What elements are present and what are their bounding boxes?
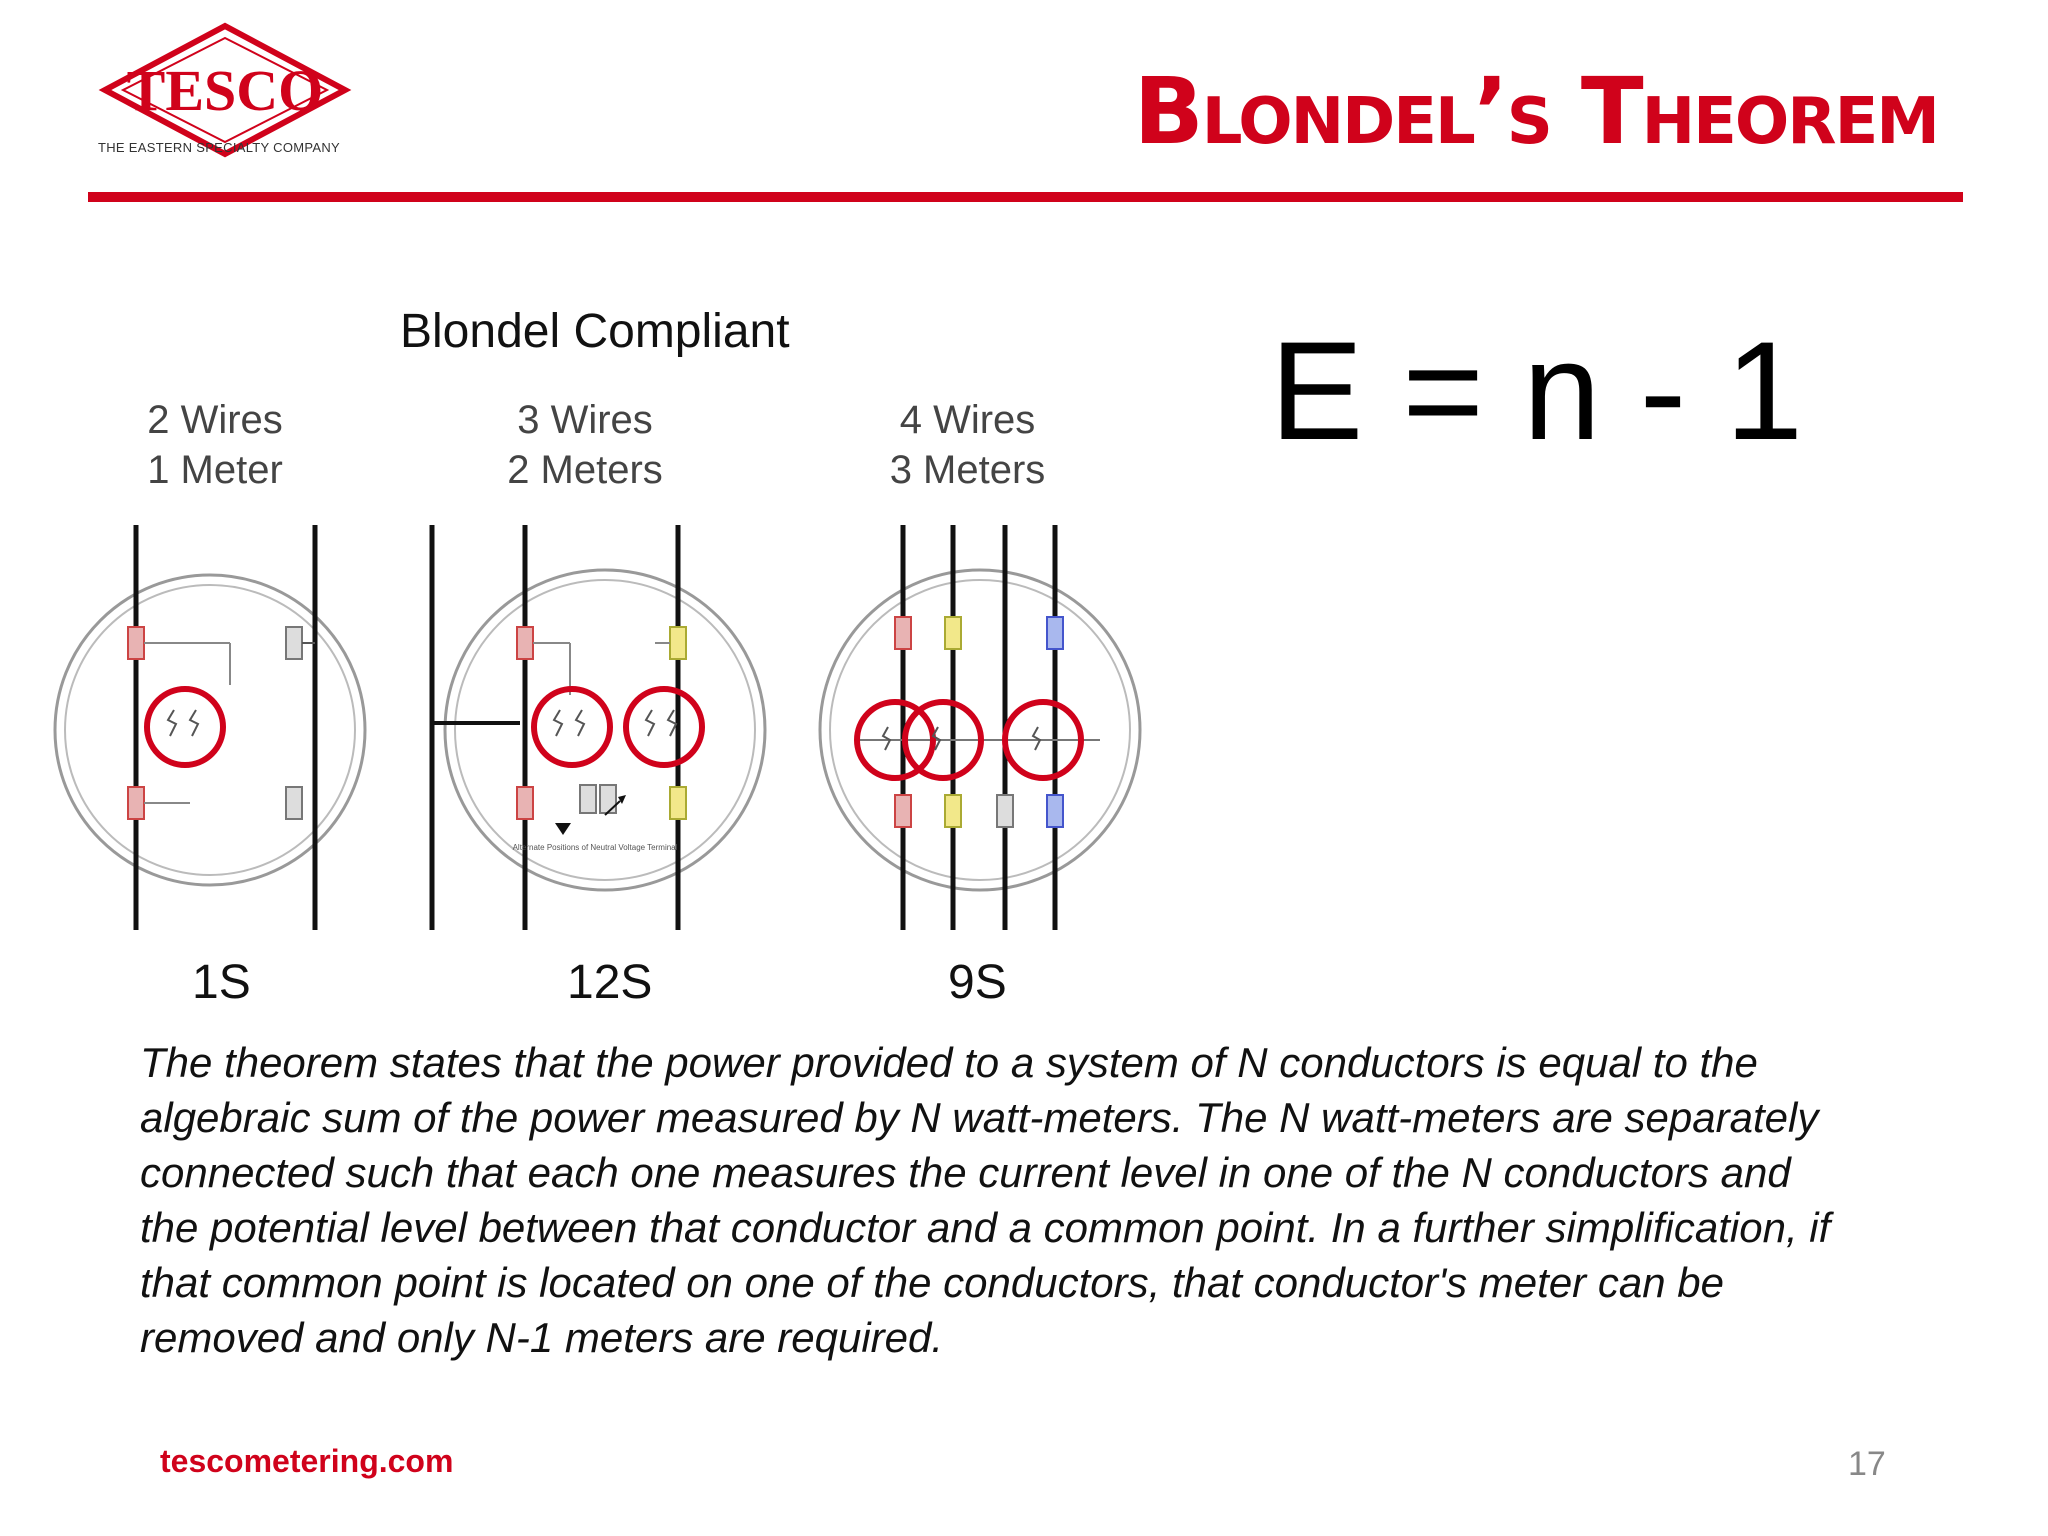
diagram-12s-drawing: Alternate Positions of Neutral Voltage T… xyxy=(429,525,767,930)
diagram-label-1s: 1S xyxy=(192,956,251,1009)
diagram-label-9s: 9S xyxy=(948,956,1007,1009)
neutral-terminal-note: Alternate Positions of Neutral Voltage T… xyxy=(513,843,678,852)
diagram-1s-drawing xyxy=(53,525,367,930)
meter-diagram-12s: 3 Wires 2 Meters Alternate Positions of … xyxy=(420,395,767,935)
meter-diagram-1s: 2 Wires 1 Meter xyxy=(50,395,380,935)
logo-tagline: THE EASTERN SPECIALTY COMPANY xyxy=(98,140,341,155)
diagram-label-12s: 12S xyxy=(567,956,653,1009)
diagram-subtitle: Blondel Compliant xyxy=(400,305,790,358)
page-number: 17 xyxy=(1848,1445,1886,1483)
diagram-12s-heading: 3 Wires 2 Meters xyxy=(507,398,663,492)
tesco-logo: TESCO xyxy=(98,22,352,158)
diagram-9s-heading: 4 Wires 3 Meters xyxy=(889,398,1046,492)
header-divider xyxy=(88,192,1963,202)
page-title: Blondel’s Theorem xyxy=(1133,58,1940,165)
meter-diagram-9s: 4 Wires 3 Meters xyxy=(810,395,1142,935)
diagram-9s-drawing xyxy=(818,525,1142,930)
logo-wordmark: TESCO xyxy=(127,58,324,123)
diagram-1s-heading: 2 Wires 1 Meter xyxy=(147,398,283,492)
footer-url: tescometering.com xyxy=(160,1443,454,1479)
formula: E = n - 1 xyxy=(1270,312,1804,469)
theorem-description: The theorem states that the power provid… xyxy=(140,1039,1831,1361)
